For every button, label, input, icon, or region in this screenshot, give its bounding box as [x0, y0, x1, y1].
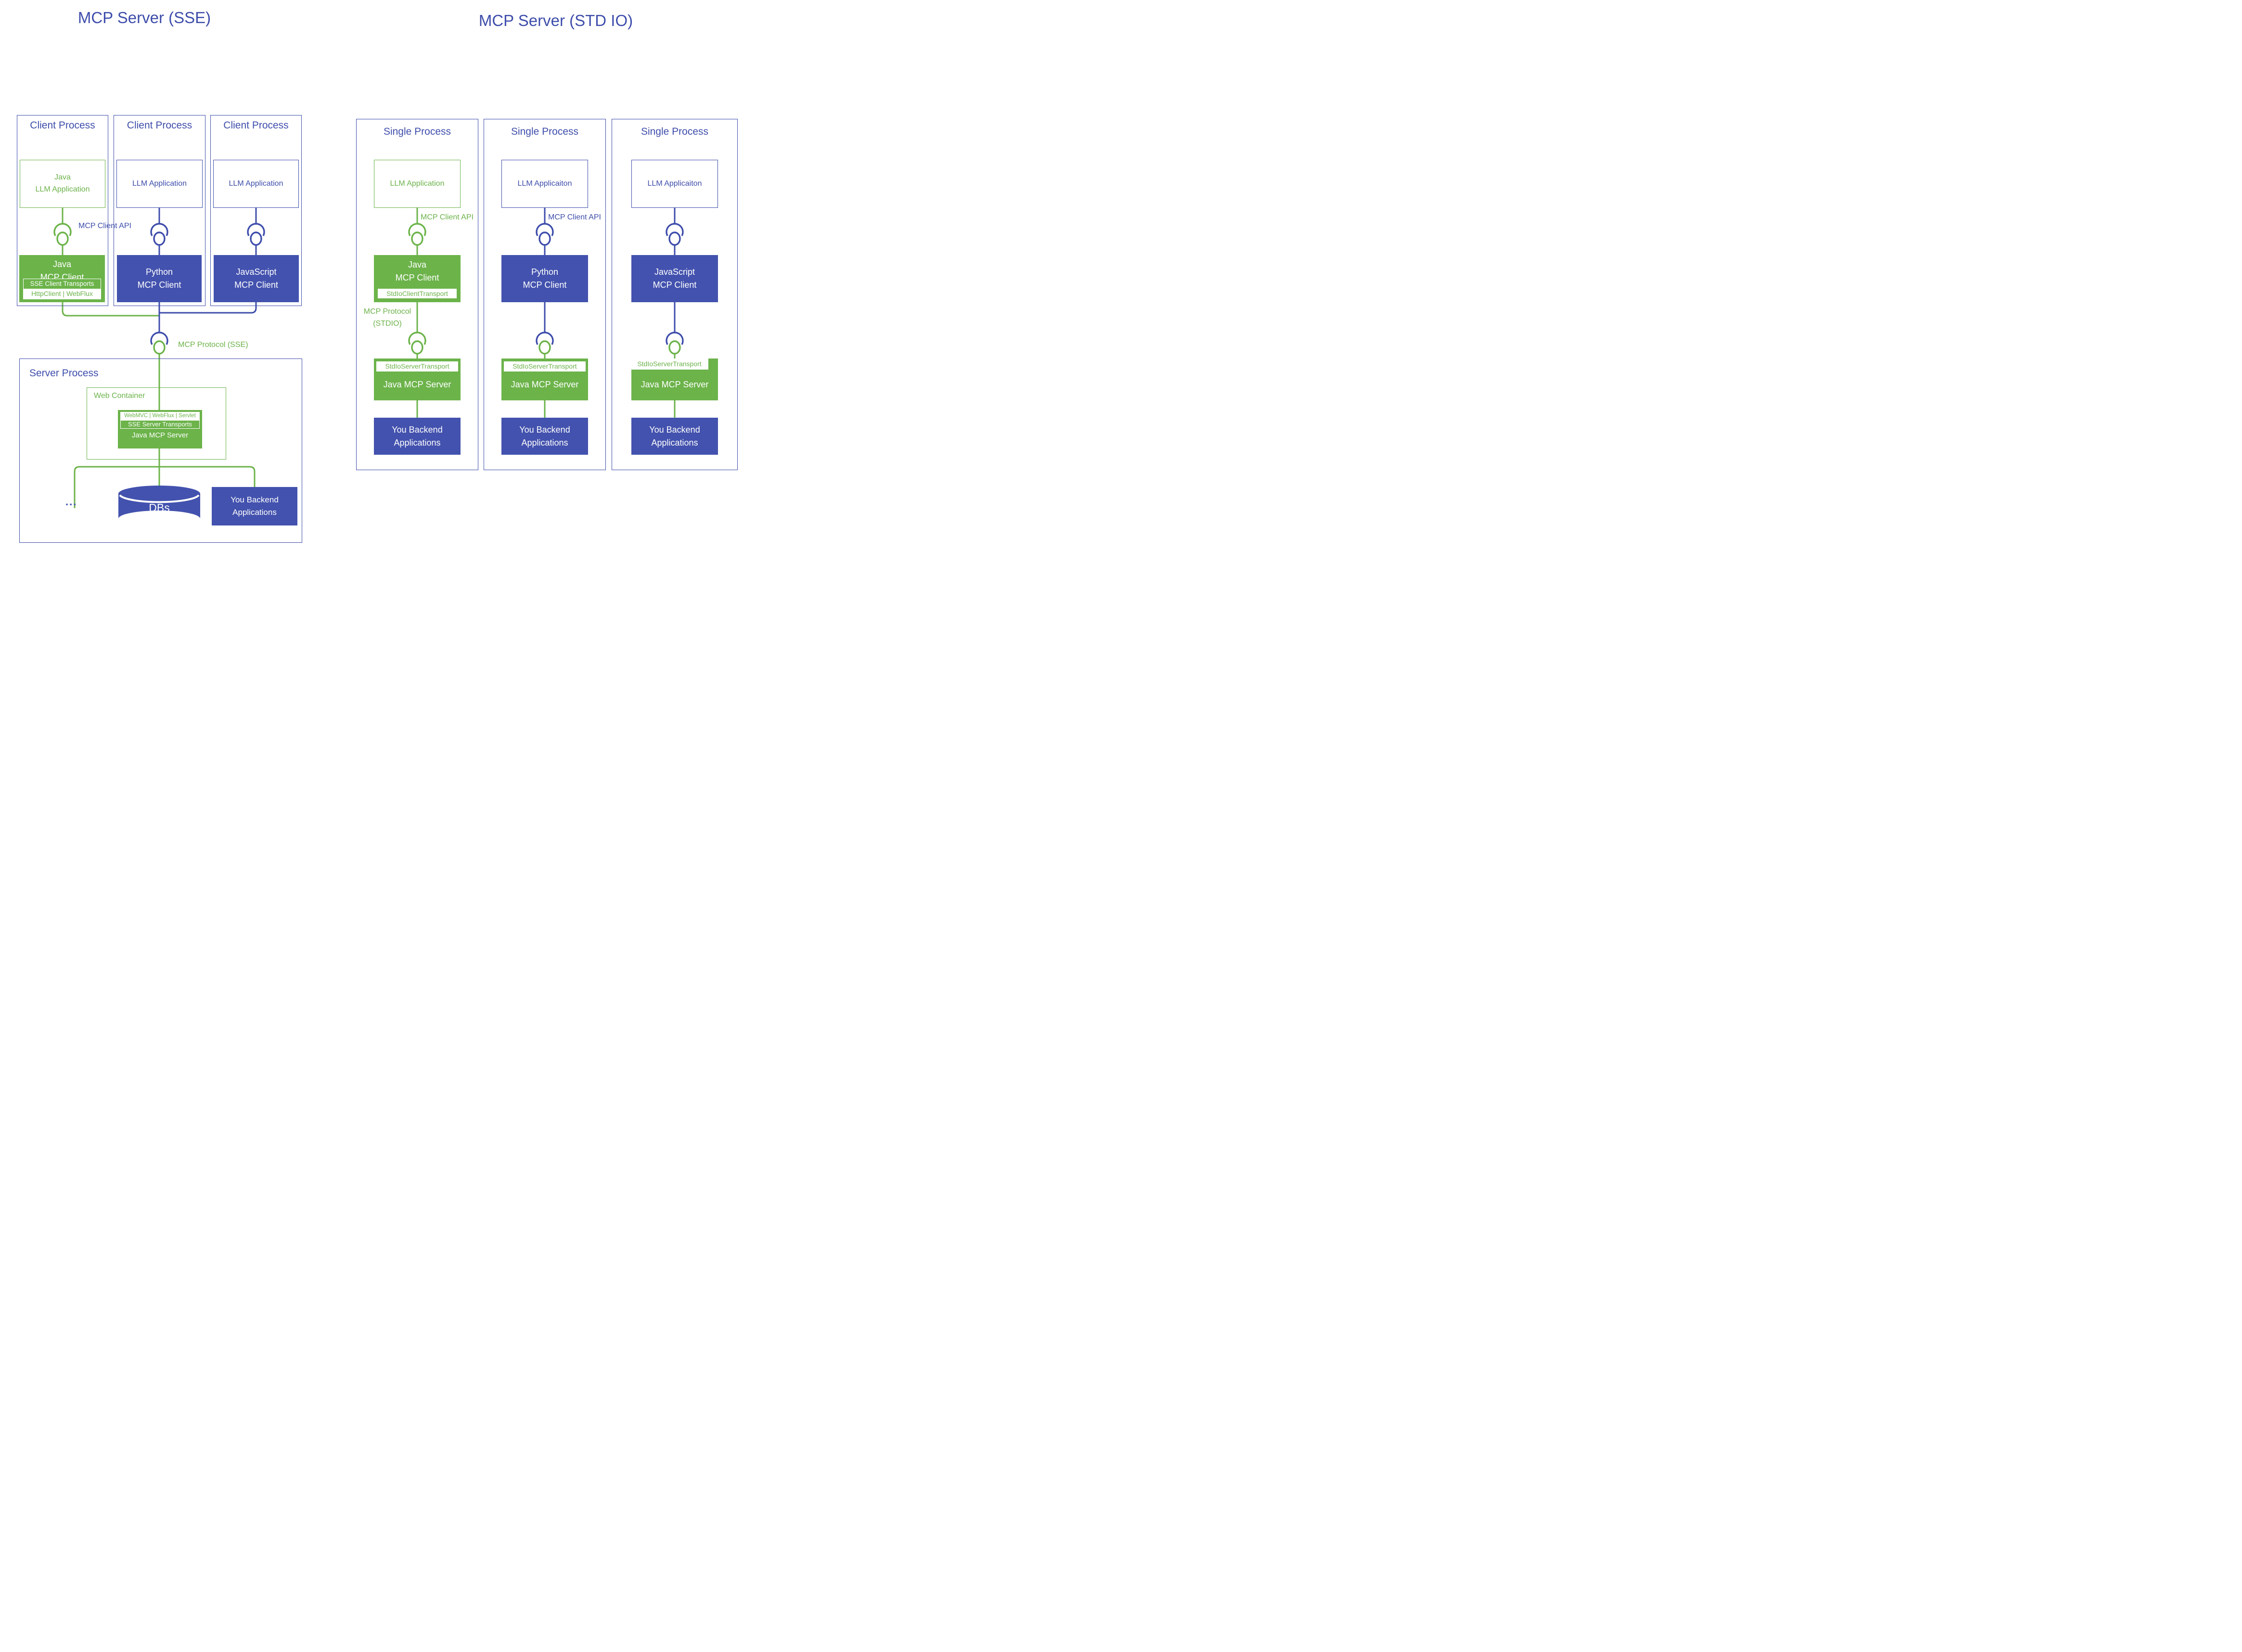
java-mcp-client-box: Java MCP Client SSE Client Transports Ht… — [19, 255, 105, 302]
java-mcp-server-box: StdIoServerTransport Java MCP Server — [630, 359, 718, 400]
llm-app-line2: LLM Application — [35, 185, 90, 193]
mcp-client-line2: MCP Client — [234, 280, 278, 290]
backend-line2: Applications — [394, 437, 441, 448]
mcp-architecture-diagram: MCP Server (SSE) Client Process Java LLM… — [0, 0, 747, 551]
llm-app-label: LLM Application — [229, 179, 283, 188]
backend-line2: Applications — [232, 508, 277, 517]
python-mcp-client-box: Python MCP Client — [501, 255, 588, 302]
client-process-header: Client Process — [223, 120, 289, 131]
java-mcp-server-label: Java MCP Server — [131, 431, 189, 439]
java-mcp-client-box: Java MCP Client StdIoClientTransport — [374, 255, 461, 302]
sse-server-transports-label: SSE Server Transports — [120, 420, 200, 429]
java-mcp-server-box: WebMVC | WebFlux | Servlet SSE Server Tr… — [118, 410, 202, 448]
llm-application-box: LLM Application — [213, 160, 299, 208]
java-mcp-server-label: Java MCP Server — [641, 380, 709, 389]
java-mcp-server-label: Java MCP Server — [511, 380, 579, 389]
single-process-header: Single Process — [383, 126, 451, 137]
protocol-line2: (STDIO) — [373, 319, 402, 328]
java-mcp-server-label: Java MCP Server — [383, 380, 451, 389]
stdio-server-transport-strip: StdIoServerTransport — [504, 361, 586, 371]
mcp-client-line2: MCP Client — [653, 280, 697, 290]
backend-applications-box: You Backend Applications — [631, 418, 718, 455]
mcp-client-line2: MCP Client — [137, 280, 181, 290]
single-process-box-2: Single Process — [484, 119, 606, 470]
webmvc-webflux-servlet-label: WebMVC | WebFlux | Servlet — [120, 412, 200, 420]
backend-line2: Applications — [651, 437, 698, 448]
protocol-line1: MCP Protocol — [363, 307, 411, 316]
mcp-protocol-stdio-label: MCP Protocol (STDIO) — [360, 306, 415, 330]
single-process-box-1: Single Process — [356, 119, 478, 470]
backend-applications-box: You Backend Applications — [374, 418, 461, 455]
stdio-server-transport-strip: StdIoServerTransport — [376, 361, 458, 371]
llm-application-box: LLM Application — [116, 160, 203, 208]
mcp-client-line1: JavaScript — [654, 267, 695, 277]
client-process-box-3: Client Process — [210, 115, 302, 306]
llm-app-label: LLM Applicaiton — [517, 179, 572, 188]
httpclient-webflux-label: HttpClient | WebFlux — [24, 289, 101, 299]
llm-application-box-java: LLM Application — [374, 160, 461, 208]
single-process-header: Single Process — [511, 126, 579, 137]
javascript-mcp-client-box: JavaScript MCP Client — [214, 255, 299, 302]
server-process-box: Server Process — [19, 359, 302, 543]
javascript-mcp-client-box: JavaScript MCP Client — [631, 255, 718, 302]
interface-arc — [150, 332, 168, 345]
sse-diagram-title: MCP Server (SSE) — [77, 9, 211, 26]
llm-application-box-java: Java LLM Application — [20, 160, 105, 208]
backend-line1: You Backend — [649, 424, 700, 435]
web-container-box: Web Container — [87, 387, 226, 460]
mcp-client-line1: Java — [408, 260, 427, 269]
llm-app-label: LLM Applicaiton — [647, 179, 702, 188]
mcp-client-line1: Java — [52, 259, 72, 269]
stdio-server-transport-strip: StdIoServerTransport — [630, 359, 708, 370]
llm-application-box: LLM Applicaiton — [501, 160, 588, 208]
mcp-client-api-label: MCP Client API — [78, 222, 131, 230]
mcp-client-line1: JavaScript — [236, 267, 277, 277]
java-mcp-server-box: StdIoServerTransport Java MCP Server — [374, 359, 461, 400]
client-process-header: Client Process — [127, 120, 192, 131]
python-mcp-client-box: Python MCP Client — [117, 255, 202, 302]
web-container-label: Web Container — [94, 392, 145, 400]
llm-app-label: LLM Application — [132, 179, 187, 188]
mcp-protocol-sse-label: MCP Protocol (SSE) — [178, 341, 248, 349]
backend-line1: You Backend — [231, 495, 279, 504]
backend-line1: You Backend — [519, 424, 570, 435]
llm-application-box: LLM Applicaiton — [631, 160, 718, 208]
llm-app-line1: Java — [54, 173, 71, 182]
client-process-box-2: Client Process — [114, 115, 205, 306]
protocol-interface-icon — [150, 332, 168, 355]
single-process-header: Single Process — [641, 126, 709, 137]
java-mcp-server-box: StdIoServerTransport Java MCP Server — [501, 359, 588, 400]
llm-app-label: LLM Application — [390, 179, 445, 188]
ellipsis-label: ... — [65, 496, 77, 508]
interface-circle — [153, 340, 166, 355]
single-process-box-3: Single Process — [612, 119, 738, 470]
backend-applications-box: You Backend Applications — [212, 487, 297, 525]
sse-client-transports-panel: SSE Client Transports HttpClient | WebFl… — [23, 279, 101, 299]
mcp-client-line1: Python — [531, 267, 559, 277]
mcp-client-line2: MCP Client — [395, 273, 439, 282]
mcp-client-api-label: MCP Client API — [548, 213, 601, 221]
server-process-header: Server Process — [29, 368, 99, 379]
client-process-header: Client Process — [30, 120, 95, 131]
mcp-client-line2: MCP Client — [523, 280, 567, 290]
dbs-label: DBs — [149, 501, 170, 514]
client-process-box-1: Client Process — [17, 115, 108, 306]
stdio-client-transport-strip: StdIoClientTransport — [378, 289, 457, 298]
mcp-client-line1: Python — [145, 267, 173, 277]
mcp-client-api-label: MCP Client API — [421, 213, 474, 221]
backend-applications-box: You Backend Applications — [501, 418, 588, 455]
sse-server-transports-panel: WebMVC | WebFlux | Servlet SSE Server Tr… — [120, 412, 200, 429]
backend-line1: You Backend — [392, 424, 443, 435]
sse-client-transports-label: SSE Client Transports — [24, 279, 101, 289]
backend-line2: Applications — [521, 437, 568, 448]
stdio-diagram-title: MCP Server (STD IO) — [478, 12, 633, 29]
